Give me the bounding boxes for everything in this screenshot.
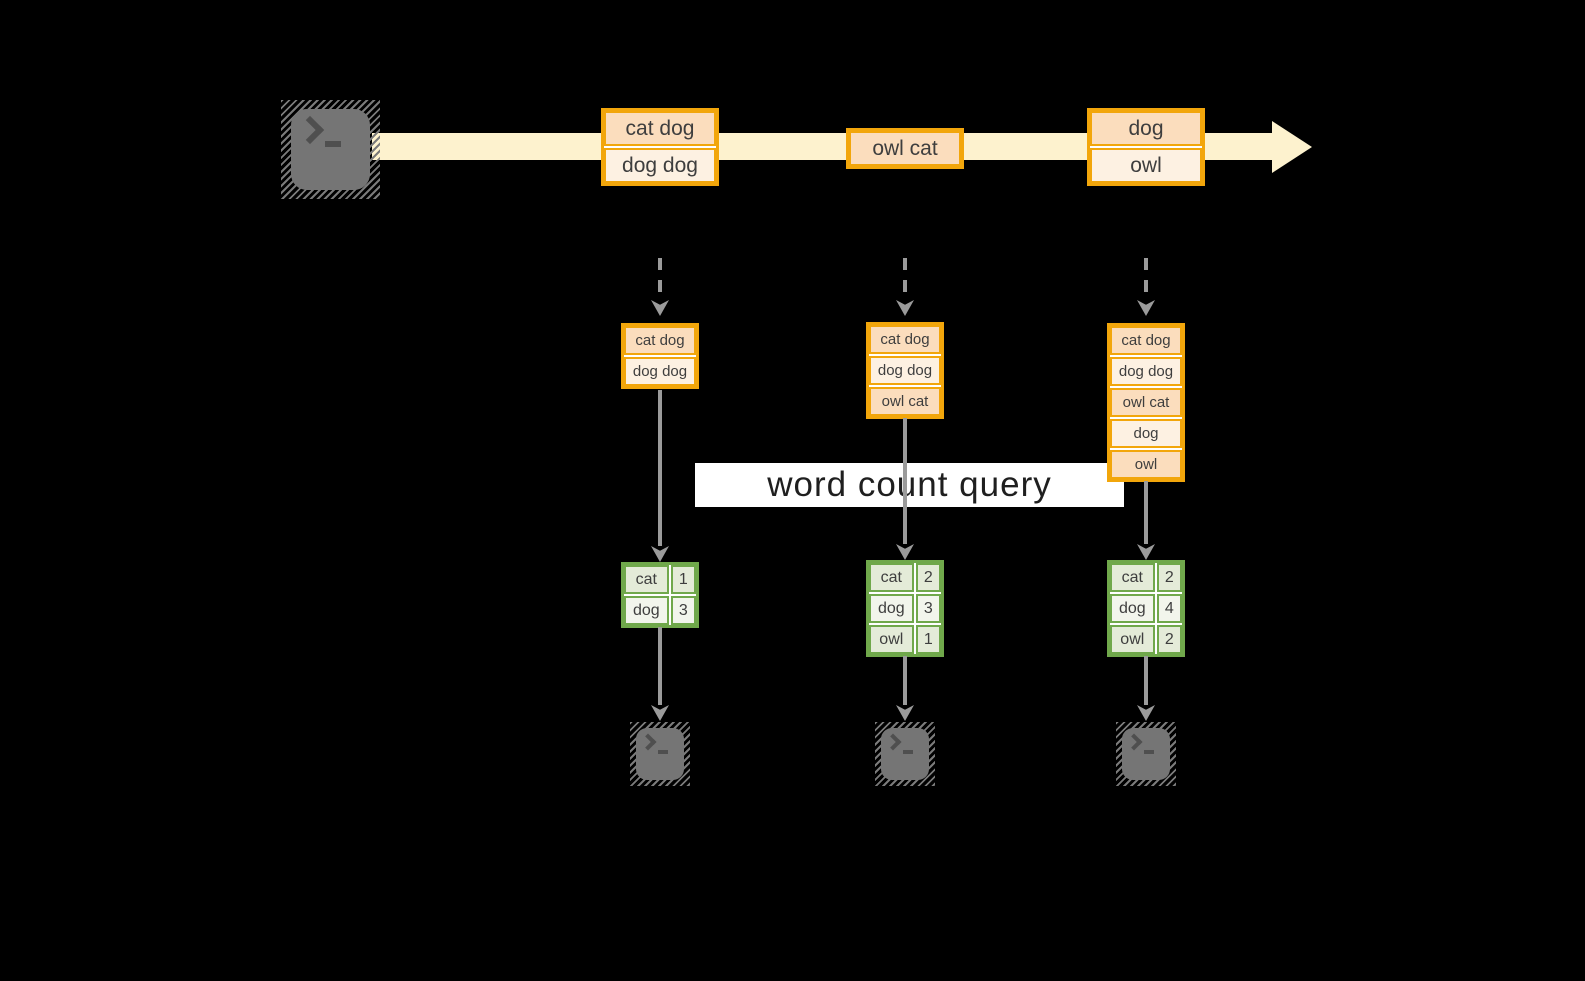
arrow-line xyxy=(658,390,662,546)
dashed-down-arrow xyxy=(651,258,669,316)
down-arrow xyxy=(896,656,914,721)
buffered-message-row: owl cat xyxy=(869,387,941,416)
word-count-table: cat 1 dog 3 xyxy=(621,562,699,628)
word-cell: owl xyxy=(1110,625,1155,654)
arrow-line xyxy=(658,258,662,300)
word-count-query-label: word count query xyxy=(767,465,1052,504)
count-cell: 2 xyxy=(915,563,941,592)
buffered-messages-box: cat dog dog dog owl cat dog owl xyxy=(1107,323,1185,482)
arrowhead-icon xyxy=(896,705,914,721)
buffered-message-row: owl cat xyxy=(1110,388,1182,417)
terminal-window xyxy=(291,109,370,190)
count-cell: 1 xyxy=(670,565,696,594)
terminal-window xyxy=(881,728,929,780)
down-arrow xyxy=(651,390,669,562)
arrowhead-icon xyxy=(651,300,669,316)
stream-message-line: owl cat xyxy=(849,131,961,166)
stream-message-line: dog dog xyxy=(604,148,716,183)
word-cell: dog xyxy=(624,596,669,625)
terminal-prompt-chevron-icon xyxy=(1125,733,1143,751)
terminal-prompt-underscore-icon xyxy=(325,141,341,147)
buffered-messages-box: cat dog dog dog owl cat xyxy=(866,322,944,419)
down-arrow xyxy=(1137,656,1155,721)
arrow-line xyxy=(1144,656,1148,705)
terminal-prompt-chevron-icon xyxy=(884,733,902,751)
arrowhead-icon xyxy=(651,705,669,721)
sink-terminal-icon xyxy=(630,722,690,786)
sink-terminal-icon xyxy=(1116,722,1176,786)
arrowhead-icon xyxy=(896,300,914,316)
buffered-message-row: owl xyxy=(1110,450,1182,479)
buffered-message-row: dog dog xyxy=(869,356,941,385)
buffered-message-row: dog xyxy=(1110,419,1182,448)
buffered-message-row: dog dog xyxy=(624,357,696,386)
arrow-line xyxy=(903,418,907,544)
stream-message-box: cat dog dog dog xyxy=(601,108,719,186)
word-count-table: cat 2 dog 4 owl 2 xyxy=(1107,560,1185,657)
count-cell: 4 xyxy=(1156,594,1182,623)
word-count-row: cat 2 xyxy=(1110,563,1182,592)
word-count-row: dog 3 xyxy=(624,596,696,625)
buffered-message-row: cat dog xyxy=(869,325,941,354)
word-count-query-banner: word count query xyxy=(695,463,1124,507)
down-arrow xyxy=(896,418,914,560)
stream-message-box: owl cat xyxy=(846,128,964,169)
count-cell: 2 xyxy=(1156,625,1182,654)
arrowhead-icon xyxy=(1137,544,1155,560)
arrowhead-icon xyxy=(896,544,914,560)
arrow-line xyxy=(1144,258,1148,300)
word-cell: cat xyxy=(1110,563,1155,592)
stream-message-line: cat dog xyxy=(604,111,716,146)
arrow-line xyxy=(1144,481,1148,544)
down-arrow xyxy=(1137,481,1155,560)
event-stream-arrowhead-icon xyxy=(1272,121,1312,173)
terminal-prompt-underscore-icon xyxy=(1144,750,1154,754)
arrow-line xyxy=(903,258,907,300)
buffered-message-row: dog dog xyxy=(1110,357,1182,386)
word-cell: cat xyxy=(869,563,914,592)
count-cell: 2 xyxy=(1156,563,1182,592)
word-cell: owl xyxy=(869,625,914,654)
terminal-prompt-underscore-icon xyxy=(658,750,668,754)
word-count-row: owl 2 xyxy=(1110,625,1182,654)
word-cell: cat xyxy=(624,565,669,594)
dashed-down-arrow xyxy=(896,258,914,316)
source-terminal-icon xyxy=(281,100,380,199)
terminal-prompt-chevron-icon xyxy=(639,733,657,751)
word-count-row: dog 4 xyxy=(1110,594,1182,623)
dashed-down-arrow xyxy=(1137,258,1155,316)
down-arrow xyxy=(651,627,669,721)
word-cell: dog xyxy=(1110,594,1155,623)
word-count-row: owl 1 xyxy=(869,625,941,654)
arrowhead-icon xyxy=(1137,300,1155,316)
stream-message-line: dog xyxy=(1090,111,1202,146)
word-count-table: cat 2 dog 3 owl 1 xyxy=(866,560,944,657)
count-cell: 1 xyxy=(915,625,941,654)
arrowhead-icon xyxy=(1137,705,1155,721)
terminal-window xyxy=(1122,728,1170,780)
sink-terminal-icon xyxy=(875,722,935,786)
word-count-row: dog 3 xyxy=(869,594,941,623)
buffered-message-row: cat dog xyxy=(1110,326,1182,355)
terminal-prompt-underscore-icon xyxy=(903,750,913,754)
stream-message-box: dog owl xyxy=(1087,108,1205,186)
stream-message-line: owl xyxy=(1090,148,1202,183)
buffered-messages-box: cat dog dog dog xyxy=(621,323,699,389)
word-count-row: cat 2 xyxy=(869,563,941,592)
word-count-row: cat 1 xyxy=(624,565,696,594)
arrow-line xyxy=(903,656,907,705)
word-cell: dog xyxy=(869,594,914,623)
terminal-window xyxy=(636,728,684,780)
terminal-prompt-chevron-icon xyxy=(295,115,325,145)
arrow-line xyxy=(658,627,662,705)
count-cell: 3 xyxy=(670,596,696,625)
buffered-message-row: cat dog xyxy=(624,326,696,355)
arrowhead-icon xyxy=(651,546,669,562)
count-cell: 3 xyxy=(915,594,941,623)
